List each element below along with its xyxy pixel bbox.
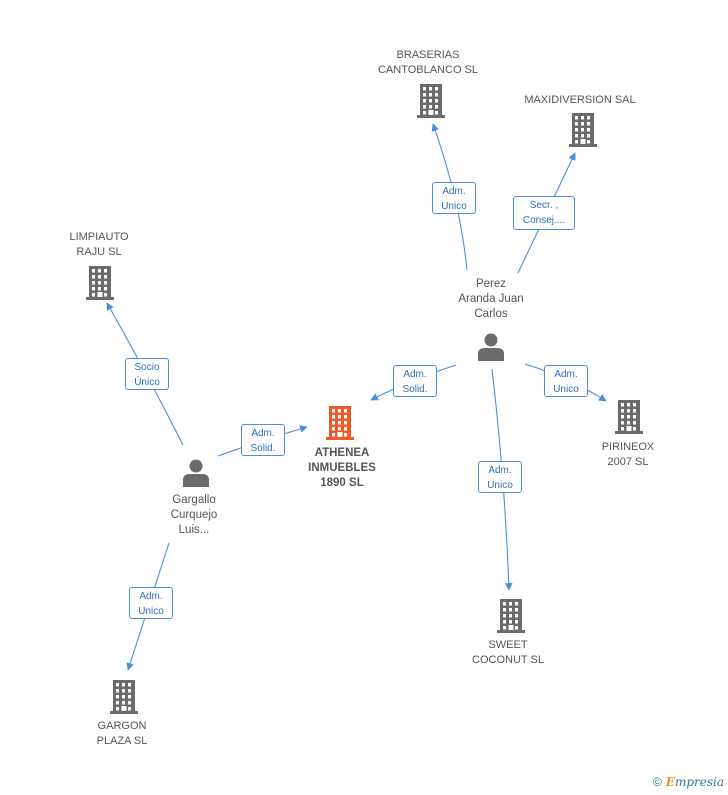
copyright-icon: © (652, 775, 662, 789)
edge-label-perez-pirineox[interactable]: Adm.Unico (544, 365, 588, 397)
person-icon-perez[interactable] (478, 333, 504, 362)
building-icon-braserias[interactable] (417, 84, 445, 118)
building-icon-sweet[interactable] (497, 599, 525, 633)
edge-label-perez-braserias[interactable]: Adm.Unico (432, 182, 476, 214)
edge-label-perez-maxidiversion[interactable]: Secr. ,Consej.... (513, 196, 575, 230)
node-label-maxidiversion[interactable]: MAXIDIVERSION SAL (524, 94, 636, 106)
person-icon-gargallo[interactable] (183, 459, 209, 488)
building-icon-limpiauto[interactable] (86, 266, 114, 300)
footer-brand[interactable]: ©Empresia (653, 775, 724, 789)
building-icon-athenea[interactable] (326, 406, 354, 440)
edge-label-gargallo-athenea[interactable]: Adm.Solid. (241, 424, 285, 456)
brand-logo: Empresia (665, 775, 724, 789)
building-icon-maxidiversion[interactable] (569, 113, 597, 147)
edge-label-perez-athenea[interactable]: Adm.Solid. (393, 365, 437, 397)
edge-label-perez-sweet[interactable]: Adm.Unico (478, 461, 522, 493)
building-icon-pirineox[interactable] (615, 400, 643, 434)
edge-label-gargallo-gargon[interactable]: Adm.Unico (129, 587, 173, 619)
building-icon-gargon[interactable] (110, 680, 138, 714)
